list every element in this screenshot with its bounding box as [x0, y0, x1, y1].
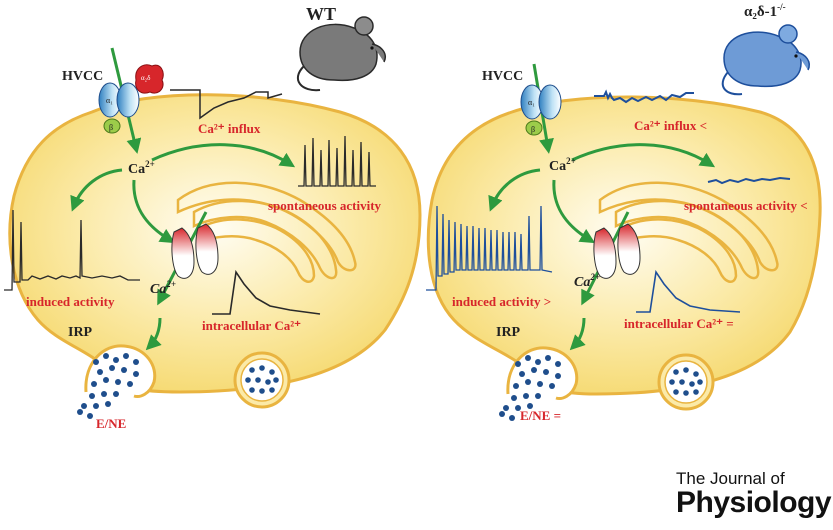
er-ca-charge: 2+	[165, 279, 176, 289]
a2d-label: α₂δ	[141, 74, 151, 82]
hvcc-label-ko: HVCC	[482, 69, 523, 84]
er-ca-label: Ca2+	[150, 279, 176, 297]
hvcc-channel: α₁ β	[98, 82, 140, 134]
journal-logo-line2: Physiology	[676, 486, 832, 519]
hvcc-label: HVCC	[62, 69, 103, 84]
intracellular-ca-label-ko: intracellular Ca²⁺ =	[624, 316, 734, 331]
trace-induced	[4, 209, 140, 291]
ko-title: α₂δ-1-/-	[744, 2, 786, 20]
trace-intracellular	[212, 269, 321, 315]
cytosolic-ca-ion-ko: Ca	[549, 159, 566, 174]
irp-label: IRP	[68, 325, 93, 340]
journal-logo-line1: The Journal of	[676, 469, 785, 488]
spontaneous-activity-label-ko: spontaneous activity <	[684, 198, 808, 213]
endoplasmic-reticulum-ko	[598, 181, 779, 284]
hvcc-channel-ko: α₁ β	[520, 84, 562, 136]
cytosolic-ca-charge: 2+	[145, 159, 155, 169]
trace-spontaneous-ko	[707, 176, 791, 185]
trace-intracellular-ko	[636, 269, 741, 313]
released-granules-ko	[499, 355, 561, 421]
released-granules	[77, 353, 139, 419]
journal-logo: The Journal of Physiology	[676, 470, 833, 518]
exocytosis-pocket	[84, 344, 157, 398]
panel-ko: α₁ β HVCC Ca2+ Ca2+ Ca²⁺ influx < sponta…	[426, 2, 822, 423]
intracellular-ca-label: intracellular Ca²⁺	[202, 318, 301, 333]
cytosolic-ca-label: Ca2+	[128, 159, 155, 177]
beta-label-ko: β	[531, 125, 535, 134]
ryr-receptor-ko	[593, 223, 641, 279]
mouse-wt-icon	[297, 16, 386, 92]
endoplasmic-reticulum	[176, 181, 357, 284]
cytosolic-ca-ion: Ca	[128, 162, 145, 177]
wt-title: WT	[306, 4, 336, 24]
er-ca-charge-ko: 2+	[589, 272, 600, 282]
er-ca-ion-ko: Ca	[574, 275, 590, 290]
ca-flow-arrows-ko	[488, 63, 716, 351]
induced-activity-label-ko: induced activity >	[452, 294, 551, 309]
er-ca-label-ko: Ca2+	[574, 272, 600, 290]
beta-label: β	[109, 123, 113, 132]
trace-ca-influx-ko	[594, 89, 694, 104]
ryr-receptor	[171, 223, 219, 279]
docked-granule-ko	[657, 353, 715, 411]
cytosolic-ca-label-ko: Ca2+	[549, 156, 576, 174]
irp-label-ko: IRP	[496, 325, 521, 340]
ca-influx-label: Ca²⁺ influx	[198, 121, 261, 136]
alpha1-label-ko: α₁	[528, 98, 535, 107]
docked-granule	[233, 351, 291, 409]
ene-label-ko: E/NE =	[520, 408, 561, 423]
trace-induced-ko	[426, 205, 553, 291]
spontaneous-activity-label: spontaneous activity	[268, 198, 382, 213]
exocytosis-pocket-ko	[506, 346, 579, 400]
cytosolic-ca-charge-ko: 2+	[566, 156, 576, 166]
panel-wt: α₁ β α₂δ HVCC Ca2+ Ca2+	[4, 4, 422, 431]
trace-spontaneous	[298, 135, 376, 187]
ene-label: E/NE	[96, 416, 126, 431]
ko-title-superscript: -/-	[777, 2, 786, 12]
mouse-ko-icon	[721, 24, 810, 96]
trace-ca-influx	[170, 89, 283, 120]
er-ca-ion: Ca	[150, 282, 166, 297]
ko-title-main: α₂δ-1	[744, 4, 777, 20]
ca-influx-label-ko: Ca²⁺ influx <	[634, 118, 707, 133]
a2d-subunit: α₂δ	[135, 64, 164, 94]
induced-activity-label: induced activity	[26, 294, 115, 309]
alpha1-label: α₁	[106, 96, 113, 105]
